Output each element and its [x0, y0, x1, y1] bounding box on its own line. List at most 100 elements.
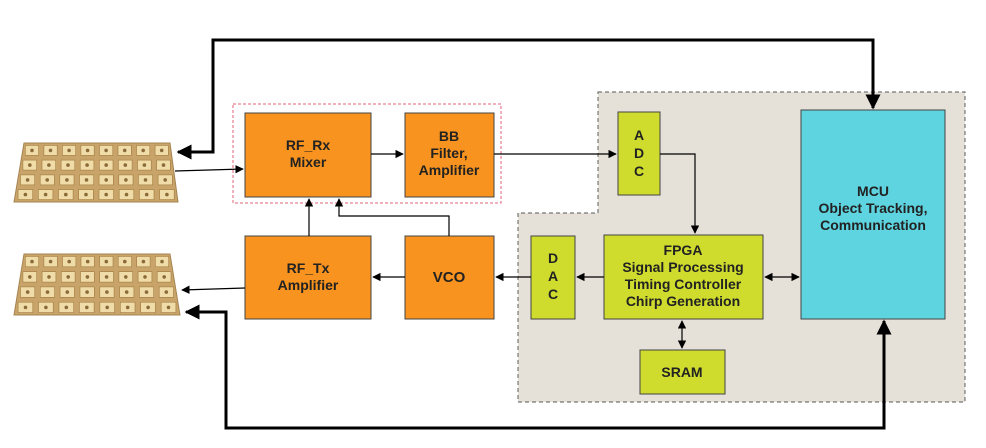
antenna-patch-feed: [124, 290, 129, 294]
antenna-patch-feed: [141, 148, 145, 153]
adc-block: A D C: [617, 111, 661, 196]
rf-rx-mixer-block: RF_Rx Mixer: [244, 112, 372, 198]
antenna-patch-feed: [123, 259, 127, 264]
antenna-patch-feed: [28, 163, 32, 167]
antenna-patch-feed: [144, 290, 149, 294]
antenna-patch-feed: [160, 259, 164, 264]
antenna-patch-feed: [84, 178, 89, 182]
antenna-patch-feed: [25, 290, 30, 294]
antenna-patch-feed: [104, 192, 108, 197]
antenna-patch-feed: [143, 178, 148, 182]
antenna-patch-feed: [66, 163, 70, 167]
antenna-patch-feed: [162, 275, 166, 279]
rx-antenna-to-mixer-arrow: [174, 165, 244, 174]
antenna-patch-feed: [122, 148, 127, 153]
vco-block: VCO: [404, 235, 495, 320]
antenna-patch-feed: [48, 259, 53, 264]
antenna-patch-feed: [84, 192, 88, 197]
antenna-patch-feed: [124, 275, 128, 279]
antenna-patch-feed: [85, 305, 89, 310]
antenna-patch-feed: [104, 259, 109, 264]
fpga-label: FPGA: [664, 242, 703, 258]
antenna-patch-feed: [105, 290, 109, 294]
antenna-patch-feed: [48, 148, 53, 153]
antenna-patch-feed: [85, 148, 90, 153]
antenna-patch-feed: [104, 178, 108, 182]
filter-label: Filter,: [430, 145, 467, 161]
antenna-patch-feed: [67, 259, 71, 264]
antenna-patch-feed: [142, 163, 147, 167]
antenna-patch-feed: [124, 178, 128, 182]
antenna-patch-feed: [143, 275, 147, 279]
antenna-patch-feed: [163, 178, 167, 182]
antenna-patch-feed: [28, 275, 32, 279]
bb-label: BB: [439, 128, 459, 144]
antenna-patch-feed: [45, 290, 50, 294]
antenna-patch-feed: [159, 148, 164, 153]
tx-to-antenna-arrow: [181, 285, 246, 294]
communication-label: Communication: [820, 217, 926, 233]
dac-block: D A C: [530, 235, 576, 320]
antenna-patch-feed: [123, 163, 128, 167]
antenna-patch-feed: [104, 275, 109, 279]
antenna-patch-feed: [85, 275, 90, 279]
antenna-patch-feed: [164, 290, 169, 294]
antenna-patch-feed: [105, 305, 109, 310]
amplifier-label: Amplifier: [419, 162, 480, 178]
rf-rx-label: RF_Rx: [286, 137, 331, 153]
dac-letter-a: A: [548, 268, 558, 284]
sram-label: SRAM: [661, 364, 702, 380]
antenna-patch-feed: [64, 305, 69, 310]
antenna-patch-feed: [43, 192, 48, 197]
rf-tx-label: RF_Tx: [287, 260, 330, 276]
mcu-block: MCU Object Tracking, Communication: [800, 109, 946, 320]
antenna-patch-feed: [104, 148, 108, 153]
antenna-patch-feed: [47, 275, 51, 279]
rx-antenna-array: [13, 142, 179, 203]
mcu-to-rx-antenna-arrow: [176, 38, 881, 160]
antenna-patch-feed: [23, 305, 28, 310]
mcu-control-connections: [176, 38, 892, 430]
antenna-patch-feed: [85, 259, 90, 264]
mcu-to-tx-antenna-arrow: [184, 304, 892, 430]
tx-amplifier-label: Amplifier: [278, 277, 339, 293]
adc-letter-d: D: [634, 145, 644, 161]
vco-label: VCO: [433, 269, 466, 286]
rf-tx-amplifier-block: RF_Tx Amplifier: [244, 235, 372, 320]
dac-letter-c: C: [548, 286, 558, 302]
antenna-patch-feed: [30, 259, 34, 264]
mixer-label: Mixer: [290, 154, 327, 170]
dac-letter-d: D: [548, 250, 558, 266]
antenna-patch-feed: [85, 163, 89, 167]
antenna-patch-feed: [65, 178, 69, 182]
adc-letter-a: A: [634, 127, 644, 143]
fpga-block: FPGA Signal Processing Timing Controller…: [603, 234, 764, 320]
adc-letter-c: C: [634, 163, 644, 179]
antenna-patch-feed: [45, 178, 49, 182]
antenna-patch-feed: [25, 178, 30, 182]
antenna-patch-feed: [65, 290, 70, 294]
antenna-patch-feed: [67, 148, 71, 153]
signal-processing-label: Signal Processing: [622, 259, 743, 275]
antenna-patch-feed: [144, 192, 149, 197]
mcu-label: MCU: [857, 183, 889, 199]
antenna-patch-feed: [47, 163, 51, 167]
antenna-patch-feed: [146, 305, 150, 310]
antenna-patch-feed: [125, 305, 130, 310]
bb-filter-amplifier-block: BB Filter, Amplifier: [404, 112, 495, 198]
antenna-patch-feed: [23, 192, 28, 197]
tx-antenna-patches: [17, 256, 177, 313]
antenna-patch-feed: [30, 148, 34, 153]
antenna-patch-feed: [124, 192, 129, 197]
antenna-patch-feed: [104, 163, 108, 167]
antenna-patch-feed: [66, 275, 70, 279]
antenna-patch-feed: [165, 192, 169, 197]
antenna-patch-feed: [64, 192, 68, 197]
antenna-patch-feed: [166, 305, 171, 310]
sram-block: SRAM: [639, 349, 726, 395]
vco-to-mixer-arrow: [334, 198, 450, 236]
antenna-patch-feed: [141, 259, 146, 264]
timing-controller-label: Timing Controller: [625, 276, 742, 292]
antenna-patch-feed: [85, 290, 89, 294]
